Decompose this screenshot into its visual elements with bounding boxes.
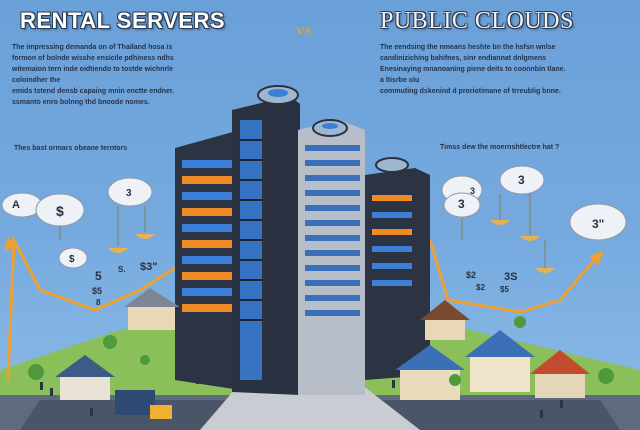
- people: [40, 362, 563, 418]
- clouds-right: [441, 165, 627, 273]
- tower-right: [365, 168, 430, 380]
- rooftop-dish-3: [375, 157, 409, 173]
- price-right-4: $5: [500, 285, 509, 294]
- left-line: formon of bolnde wisshe ensicile pdhines…: [12, 55, 174, 62]
- right-line: Enesinaying mnanoaning piene deits to co…: [380, 66, 566, 73]
- price-right-2: 3S: [504, 271, 517, 283]
- price-right-3: $2: [476, 283, 485, 292]
- cloud-label-left-1: A: [12, 199, 20, 211]
- right-line: candiniziching bahifnes, sinr endiannat …: [380, 55, 547, 62]
- houses-left: [55, 288, 180, 419]
- price-right-1: $2: [466, 270, 476, 280]
- price-left-5: 8: [96, 298, 101, 307]
- tower-left-windows: [182, 160, 232, 312]
- left-description: The impressing demanda on of Thailand ho…: [12, 42, 222, 108]
- left-line: The impressing demanda on of Thailand ho…: [12, 44, 173, 51]
- cloud-label-left-2: $: [56, 203, 64, 219]
- trees: [28, 316, 614, 386]
- left-trend-line: [6, 234, 176, 381]
- versus-label: VS: [296, 24, 312, 38]
- price-left-3: S.: [118, 265, 126, 274]
- left-line: witemaion tern inde oidtiendo to tostde …: [12, 66, 174, 73]
- cloud-label-right-1: 3: [458, 197, 465, 211]
- cloud-label-right-2: 3: [518, 173, 525, 187]
- right-arrow-head: [590, 250, 604, 266]
- right-line: commuting dskenind d proriotimane of trr…: [380, 88, 561, 95]
- left-line: coloindher the: [12, 77, 61, 84]
- cloud-label-right-4: 3": [592, 217, 604, 231]
- left-line: emids tstend densb capaing mnin enctte e…: [12, 88, 175, 95]
- right-subhead: Timss dew the moernshtlectre hat ?: [440, 144, 560, 151]
- left-line: ssmanto enro bolnng thd bnoode nomes.: [12, 99, 150, 106]
- right-line: a ltisrbe olu: [380, 77, 420, 84]
- right-line: The eendsing the nmeans heshte bn the hs…: [380, 44, 556, 51]
- rental-servers-title: RENTAL SERVERS: [20, 8, 226, 33]
- clouds-left: [1, 177, 155, 269]
- right-description: The eendsing the nmeans heshte bn the hs…: [380, 42, 610, 97]
- price-left-4: $5: [92, 286, 102, 296]
- tower-light: [298, 120, 365, 395]
- houses-right: [395, 300, 590, 400]
- price-left-1: 5: [95, 269, 102, 283]
- cloud-label-left-4: $: [69, 254, 75, 265]
- cloud-label-left-3: 3: [126, 188, 132, 199]
- public-clouds-title: PUBLIC CLOUDS: [380, 8, 574, 34]
- left-arrow-head: [4, 236, 16, 250]
- left-subhead: Thes bast ormars obeane terntors: [14, 145, 128, 152]
- cloud-label-right-3: 3: [470, 186, 475, 196]
- right-trend-line: [428, 239, 598, 314]
- price-left-2: $3": [140, 261, 157, 273]
